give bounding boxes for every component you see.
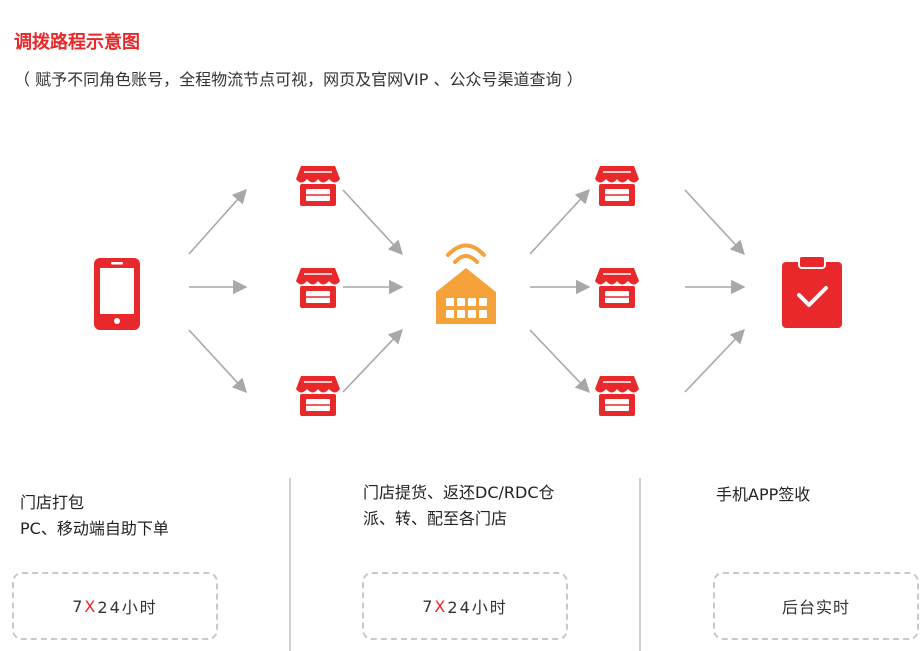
storefront-icon bbox=[295, 375, 341, 417]
column-1-line-2: PC、移动端自助下单 bbox=[20, 519, 169, 538]
storefront-icon bbox=[295, 165, 341, 207]
column-3-line-1: 手机APP签收 bbox=[716, 485, 811, 504]
column-1-description: 门店打包 PC、移动端自助下单 bbox=[20, 490, 169, 542]
time-box-text: 后台实时 bbox=[781, 598, 850, 617]
column-1-line-1: 门店打包 bbox=[20, 493, 85, 512]
storefront-icon bbox=[594, 165, 640, 207]
time-box-x: X bbox=[84, 596, 98, 616]
arrow-store-bottom-to-clipboard bbox=[684, 328, 745, 393]
storefront-icon bbox=[594, 267, 640, 309]
time-box-prefix: 7 bbox=[422, 596, 435, 616]
column-2-line-1: 门店提货、返还DC/RDC仓 bbox=[363, 483, 555, 502]
warehouse-wifi-icon bbox=[436, 243, 496, 324]
storefront-icon bbox=[594, 375, 640, 417]
column-divider bbox=[639, 478, 641, 651]
arrow-warehouse-to-store-bottom bbox=[529, 329, 590, 394]
clipboard-check-icon bbox=[782, 255, 842, 328]
page-subtitle: （ 赋予不同角色账号，全程物流节点可视，网页及官网VIP 、公众号渠道查询 ） bbox=[14, 70, 583, 89]
time-box-suffix: 24小时 bbox=[97, 598, 158, 617]
arrow-store-top-to-clipboard bbox=[684, 189, 745, 256]
column-divider bbox=[289, 478, 291, 651]
storefront-icon bbox=[295, 267, 341, 309]
column-2-description: 门店提货、返还DC/RDC仓 派、转、配至各门店 bbox=[363, 480, 555, 532]
arrow-phone-to-store-top bbox=[188, 188, 247, 255]
column-3-time-box: 后台实时 bbox=[713, 572, 919, 640]
flow-diagram bbox=[94, 165, 842, 417]
page-title: 调拨路程示意图 bbox=[14, 32, 140, 53]
time-box-x: X bbox=[434, 596, 448, 616]
column-3-description: 手机APP签收 bbox=[716, 482, 810, 508]
arrow-store-top-to-warehouse bbox=[342, 189, 403, 256]
time-box-prefix: 7 bbox=[72, 596, 85, 616]
arrow-warehouse-to-store-top bbox=[529, 188, 590, 255]
time-box-suffix: 24小时 bbox=[447, 598, 508, 617]
column-2-line-2: 派、转、配至各门店 bbox=[363, 509, 508, 528]
arrow-phone-to-store-bottom bbox=[188, 329, 247, 394]
arrow-store-bottom-to-warehouse bbox=[342, 328, 403, 393]
mobile-phone-icon bbox=[94, 258, 140, 330]
